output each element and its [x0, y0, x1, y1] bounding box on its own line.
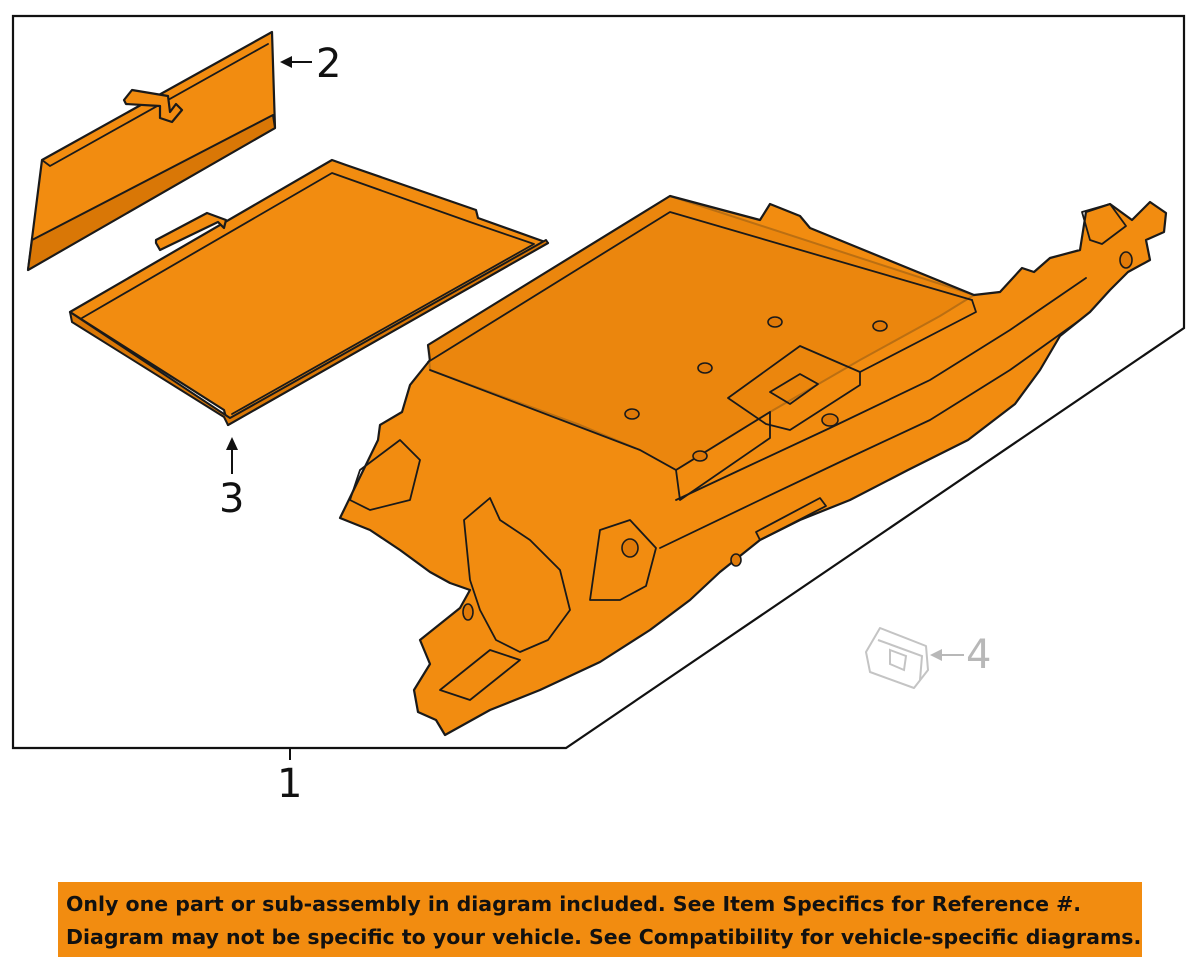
callout-1: 1 — [277, 761, 302, 807]
callout-3: 3 — [219, 476, 244, 522]
part-3-liner[interactable] — [68, 158, 550, 427]
parts-diagram: 2 3 — [11, 14, 1186, 807]
part-2-panel[interactable] — [26, 30, 277, 272]
callout-4: 4 — [966, 632, 991, 678]
notice-line-1: Only one part or sub-assembly in diagram… — [66, 892, 1082, 916]
notice-banner: Only one part or sub-assembly in diagram… — [58, 882, 1142, 957]
part-1-housing[interactable] — [338, 194, 1168, 737]
assembly-frame — [11, 14, 1186, 750]
notice-line-2: Diagram may not be specific to your vehi… — [66, 925, 1142, 949]
callout-2: 2 — [316, 41, 341, 87]
part-4-clip[interactable] — [865, 627, 929, 689]
